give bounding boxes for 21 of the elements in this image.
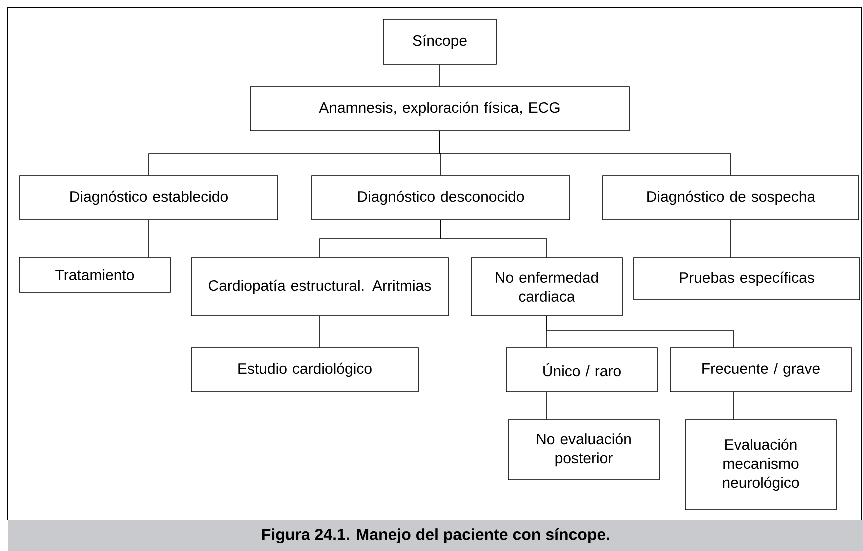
connector-line xyxy=(730,220,732,258)
process-box: Cardiopatía estructural. Arritmias xyxy=(191,258,449,316)
process-box: Único / raro xyxy=(506,348,658,392)
process-box: Pruebas específicas xyxy=(634,258,860,300)
process-box: Diagnóstico de sospecha xyxy=(602,176,860,220)
connector-line xyxy=(440,220,548,258)
process-box: Tratamiento xyxy=(19,257,171,293)
process-box: Diagnóstico desconocido xyxy=(312,176,570,220)
process-box: No evaluación posterior xyxy=(508,420,660,480)
connector-line xyxy=(148,220,150,258)
process-box: Estudio cardiológico xyxy=(191,348,419,392)
connector-line xyxy=(440,131,732,176)
connector-line xyxy=(546,392,548,420)
process-box: Frecuente / grave xyxy=(670,348,852,392)
process-box: Diagnóstico establecido xyxy=(20,176,278,220)
process-box: Evaluación mecanismo neurológico xyxy=(685,420,837,510)
connector-line xyxy=(546,316,734,348)
process-box: Anamnesis, exploración física, ECG xyxy=(250,86,630,132)
process-box: Síncope xyxy=(383,19,497,65)
caption-band: Figura 24.1. Manejo del paciente con síncope. xyxy=(8,520,863,551)
process-box: No enfermedad cardiaca xyxy=(471,258,623,316)
